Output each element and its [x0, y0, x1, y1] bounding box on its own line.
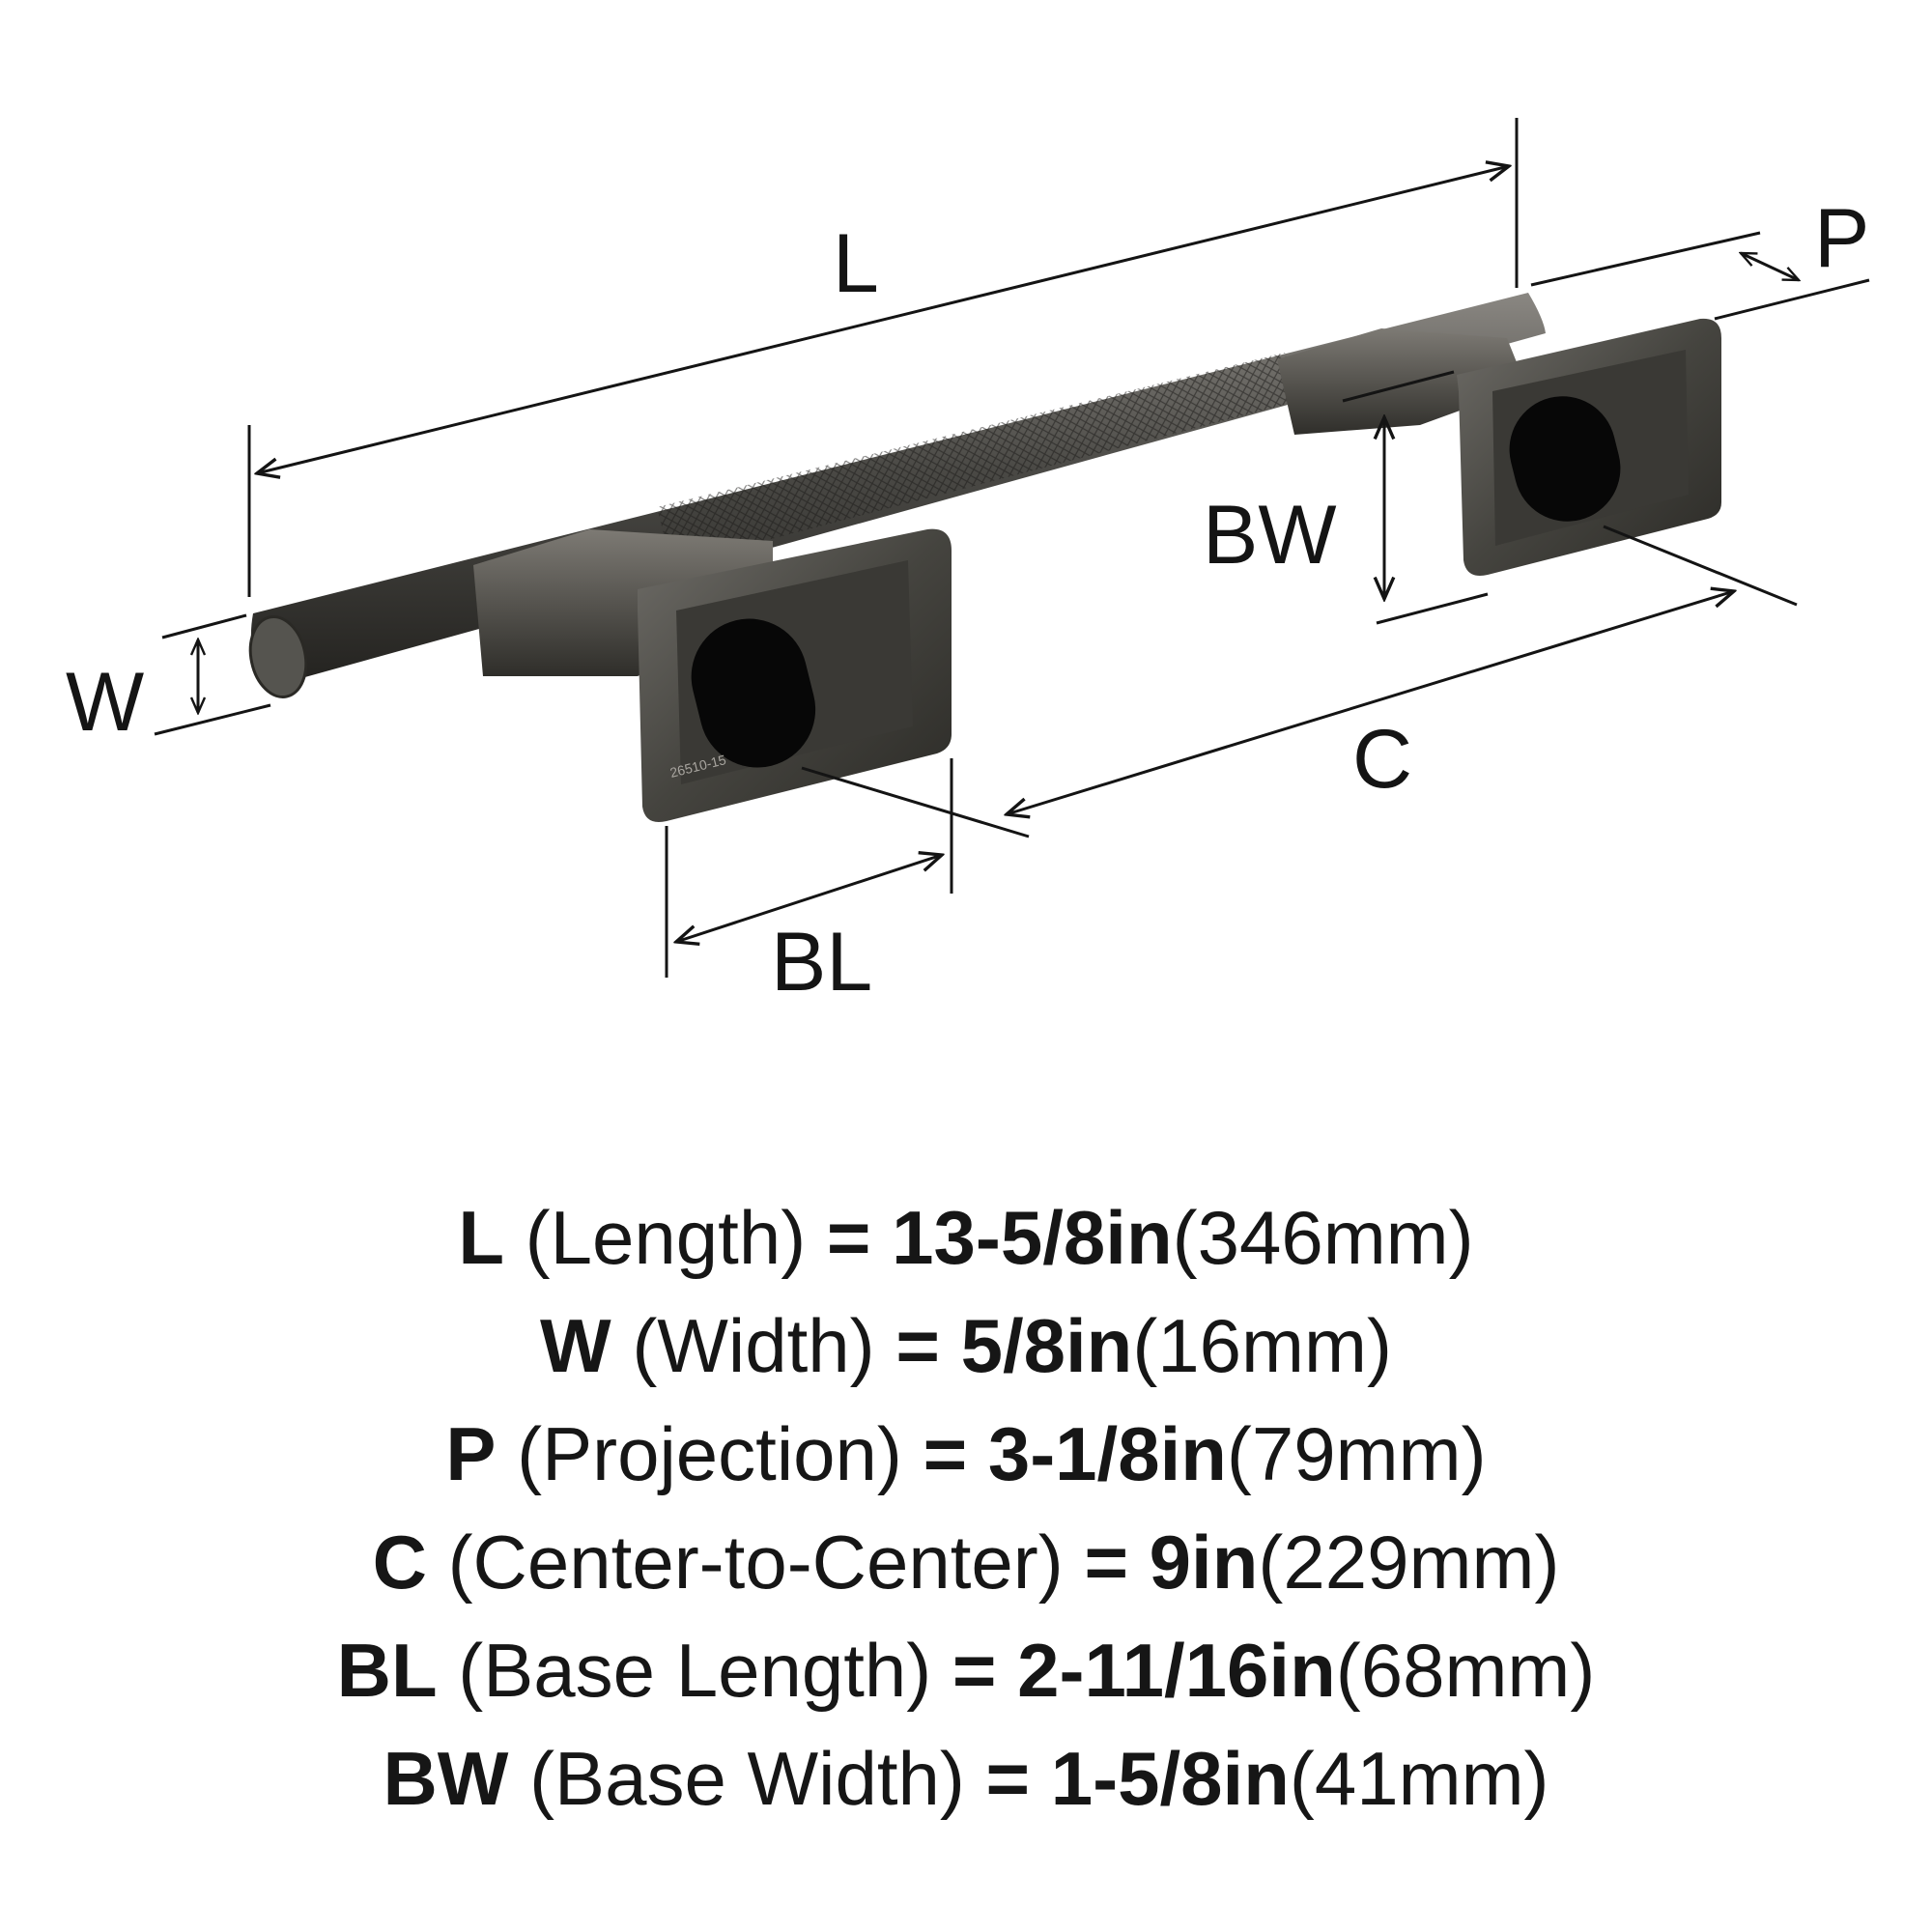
P-dimension-arrow: [1741, 251, 1799, 282]
spec-code: C: [372, 1520, 427, 1605]
spec-code: BW: [383, 1736, 509, 1821]
C-extension-right: [1603, 525, 1798, 607]
spec-name: (Width): [632, 1303, 875, 1388]
bar-end-cap: [248, 615, 308, 698]
P-extension-bottom: [1714, 278, 1870, 321]
C-extension-left: [801, 766, 1030, 838]
spec-imperial: 9in: [1149, 1520, 1259, 1605]
spec-name: (Base Width): [529, 1736, 965, 1821]
spec-name: (Base Length): [458, 1628, 932, 1713]
spec-imperial: 1-5/8in: [1050, 1736, 1290, 1821]
spec-name: (Center-to-Center): [447, 1520, 1064, 1605]
spec-imperial: 3-1/8in: [987, 1411, 1227, 1496]
BL-dimension-arrow: [676, 855, 942, 942]
spec-code: P: [445, 1411, 497, 1496]
spec-row-center-to-center: C (Center-to-Center) = 9in(229mm): [0, 1508, 1932, 1616]
spec-code: W: [540, 1303, 611, 1388]
spec-metric: (229mm): [1258, 1520, 1560, 1605]
BW-extension-bottom: [1376, 592, 1489, 625]
spec-code: BL: [336, 1628, 438, 1713]
dimension-lines: [154, 118, 1870, 978]
P-extension-top: [1530, 231, 1761, 287]
spec-row-width: W (Width) = 5/8in(16mm): [0, 1292, 1932, 1400]
spec-metric: (68mm): [1335, 1628, 1596, 1713]
spec-metric: (79mm): [1226, 1411, 1487, 1496]
spec-imperial: 2-11/16in: [1017, 1628, 1336, 1713]
spec-equals: =: [826, 1195, 871, 1280]
spec-equals: =: [895, 1303, 940, 1388]
spec-metric: (41mm): [1289, 1736, 1549, 1821]
dim-label-P: P: [1814, 192, 1869, 285]
spec-row-length: L (Length) = 13-5/8in(346mm): [0, 1183, 1932, 1292]
BW-extension-top: [1342, 370, 1455, 403]
spec-row-base-length: BL (Base Length) = 2-11/16in(68mm): [0, 1616, 1932, 1724]
L-dimension-arrow: [257, 166, 1509, 473]
spec-metric: (346mm): [1172, 1195, 1474, 1280]
right-base: [1457, 318, 1721, 576]
spec-imperial: 13-5/8in: [892, 1195, 1173, 1280]
spec-code: L: [458, 1195, 504, 1280]
dim-label-C: C: [1352, 713, 1412, 806]
spec-equals: =: [952, 1628, 997, 1713]
dimension-diagram: 26510-15: [66, 118, 1870, 1009]
spec-row-projection: P (Projection) = 3-1/8in(79mm): [0, 1400, 1932, 1508]
spec-equals: =: [923, 1411, 968, 1496]
dimension-spec-list: L (Length) = 13-5/8in(346mm) W (Width) =…: [0, 1183, 1932, 1833]
spec-metric: (16mm): [1132, 1303, 1392, 1388]
W-extension-top: [161, 613, 247, 639]
cabinet-pull-illustration: 26510-15: [248, 293, 1721, 822]
spec-imperial: 5/8in: [960, 1303, 1133, 1388]
C-dimension-arrow: [1007, 591, 1734, 814]
spec-equals: =: [985, 1736, 1031, 1821]
spec-row-base-width: BW (Base Width) = 1-5/8in(41mm): [0, 1724, 1932, 1833]
left-base: 26510-15: [638, 528, 952, 822]
W-extension-bottom: [154, 703, 271, 736]
dim-label-BL: BL: [771, 916, 872, 1009]
dim-label-BW: BW: [1203, 489, 1337, 582]
dim-label-L: L: [833, 217, 879, 310]
dim-label-W: W: [66, 656, 144, 749]
spec-equals: =: [1084, 1520, 1128, 1605]
spec-name: (Length): [525, 1195, 807, 1280]
spec-name: (Projection): [517, 1411, 902, 1496]
